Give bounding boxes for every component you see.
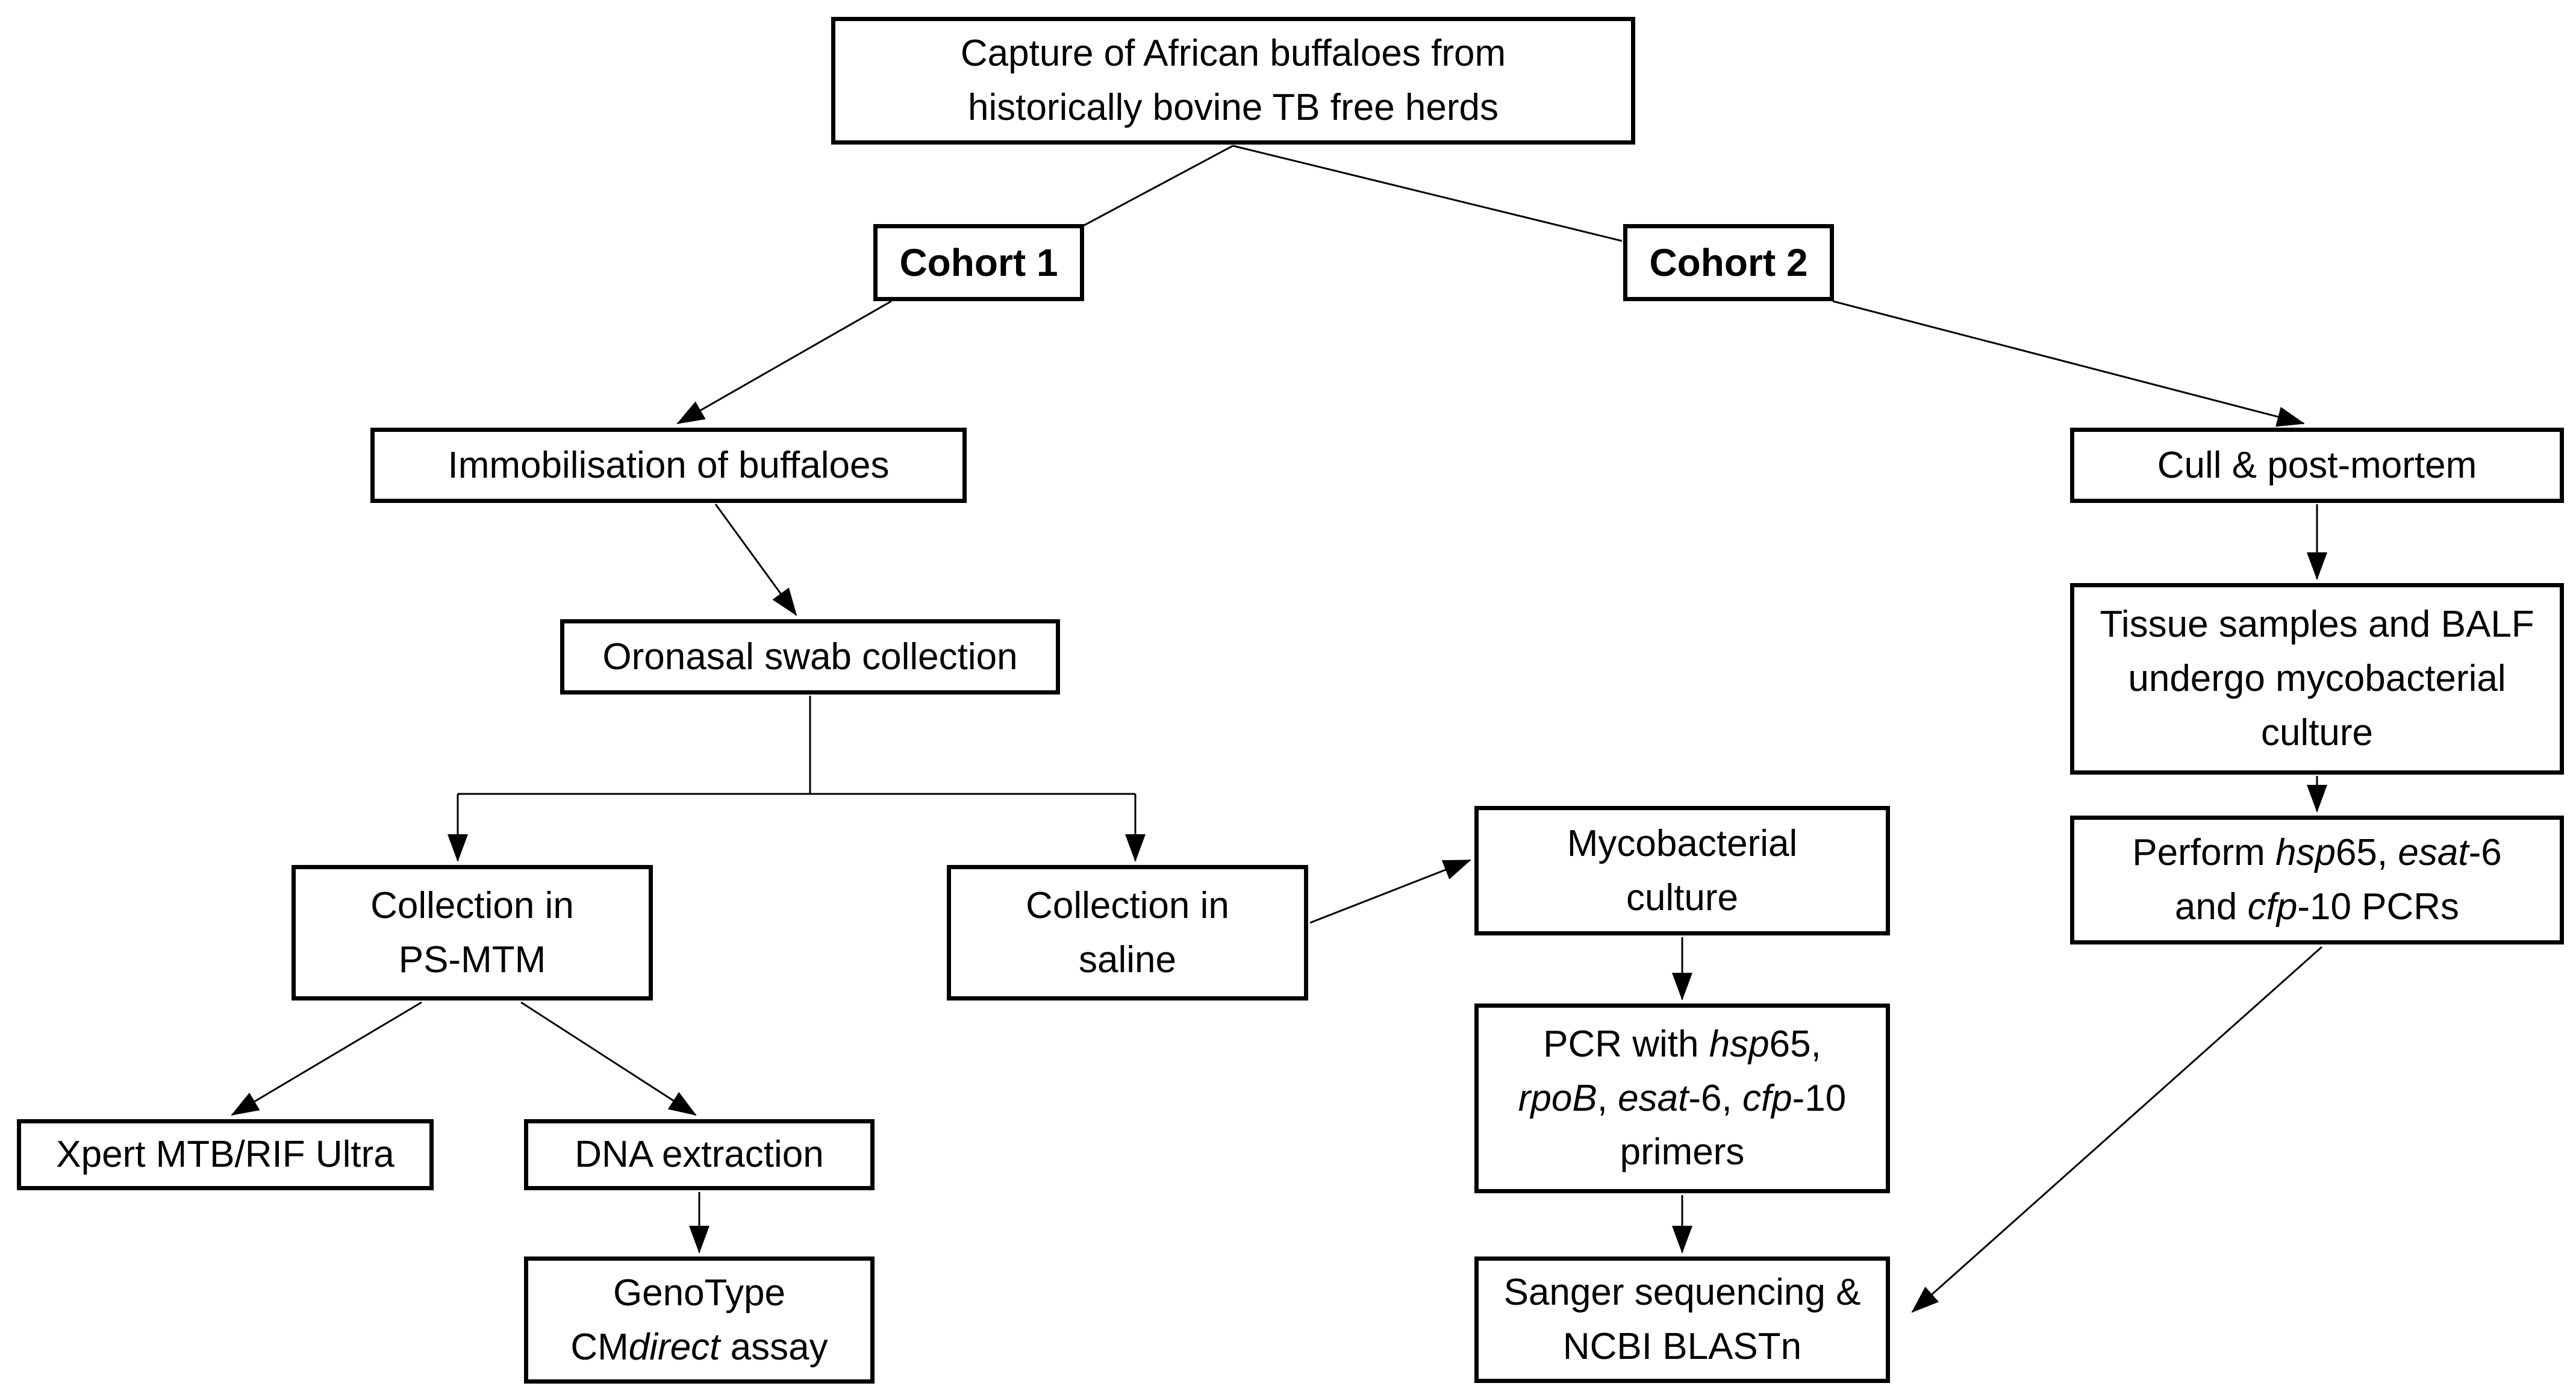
node-label: Oronasal swab collection (602, 635, 1018, 678)
edge-immobilisation-oronasal (714, 504, 797, 616)
node-label: DNA extraction (575, 1134, 824, 1176)
node-dna-extraction: DNA extraction (524, 1119, 875, 1190)
node-oronasal-swab-collection: Oronasal swab collection (560, 619, 1060, 695)
node-sanger-sequencing-ncbi-blastn: Sanger sequencing &NCBI BLASTn (1474, 1256, 1890, 1383)
edge-perform-sanger (1911, 946, 2322, 1313)
node-immobilisation: Immobilisation of buffaloes (370, 428, 967, 503)
node-label: Immobilisation of buffaloes (448, 444, 890, 486)
node-cohort-1: Cohort 1 (873, 224, 1084, 301)
edge-capture-cohort1 (1084, 145, 1233, 226)
edge-capture-cohort2 (1232, 145, 1623, 242)
node-xpert-mtb-rif-ultra: Xpert MTB/RIF Ultra (17, 1119, 434, 1190)
edge-cohort1-immobilisation (676, 300, 892, 425)
node-cohort-2: Cohort 2 (1623, 224, 1834, 301)
node-cull-post-mortem: Cull & post-mortem (2070, 428, 2564, 503)
node-label: Cull & post-mortem (2157, 444, 2477, 486)
edge-cohort2-cull (1832, 300, 2305, 427)
node-label: Cohort 1 (899, 240, 1058, 284)
edge-psmtm-dna (520, 1001, 697, 1116)
edge-saline-myco (1309, 859, 1471, 924)
node-label: Sanger sequencing &NCBI BLASTn (1503, 1272, 1861, 1367)
edge-psmtm-xpert (231, 1001, 422, 1116)
node-label: Cohort 2 (1649, 240, 1808, 284)
edge-oronasal-split (458, 696, 811, 795)
node-label: Xpert MTB/RIF Ultra (56, 1134, 395, 1176)
